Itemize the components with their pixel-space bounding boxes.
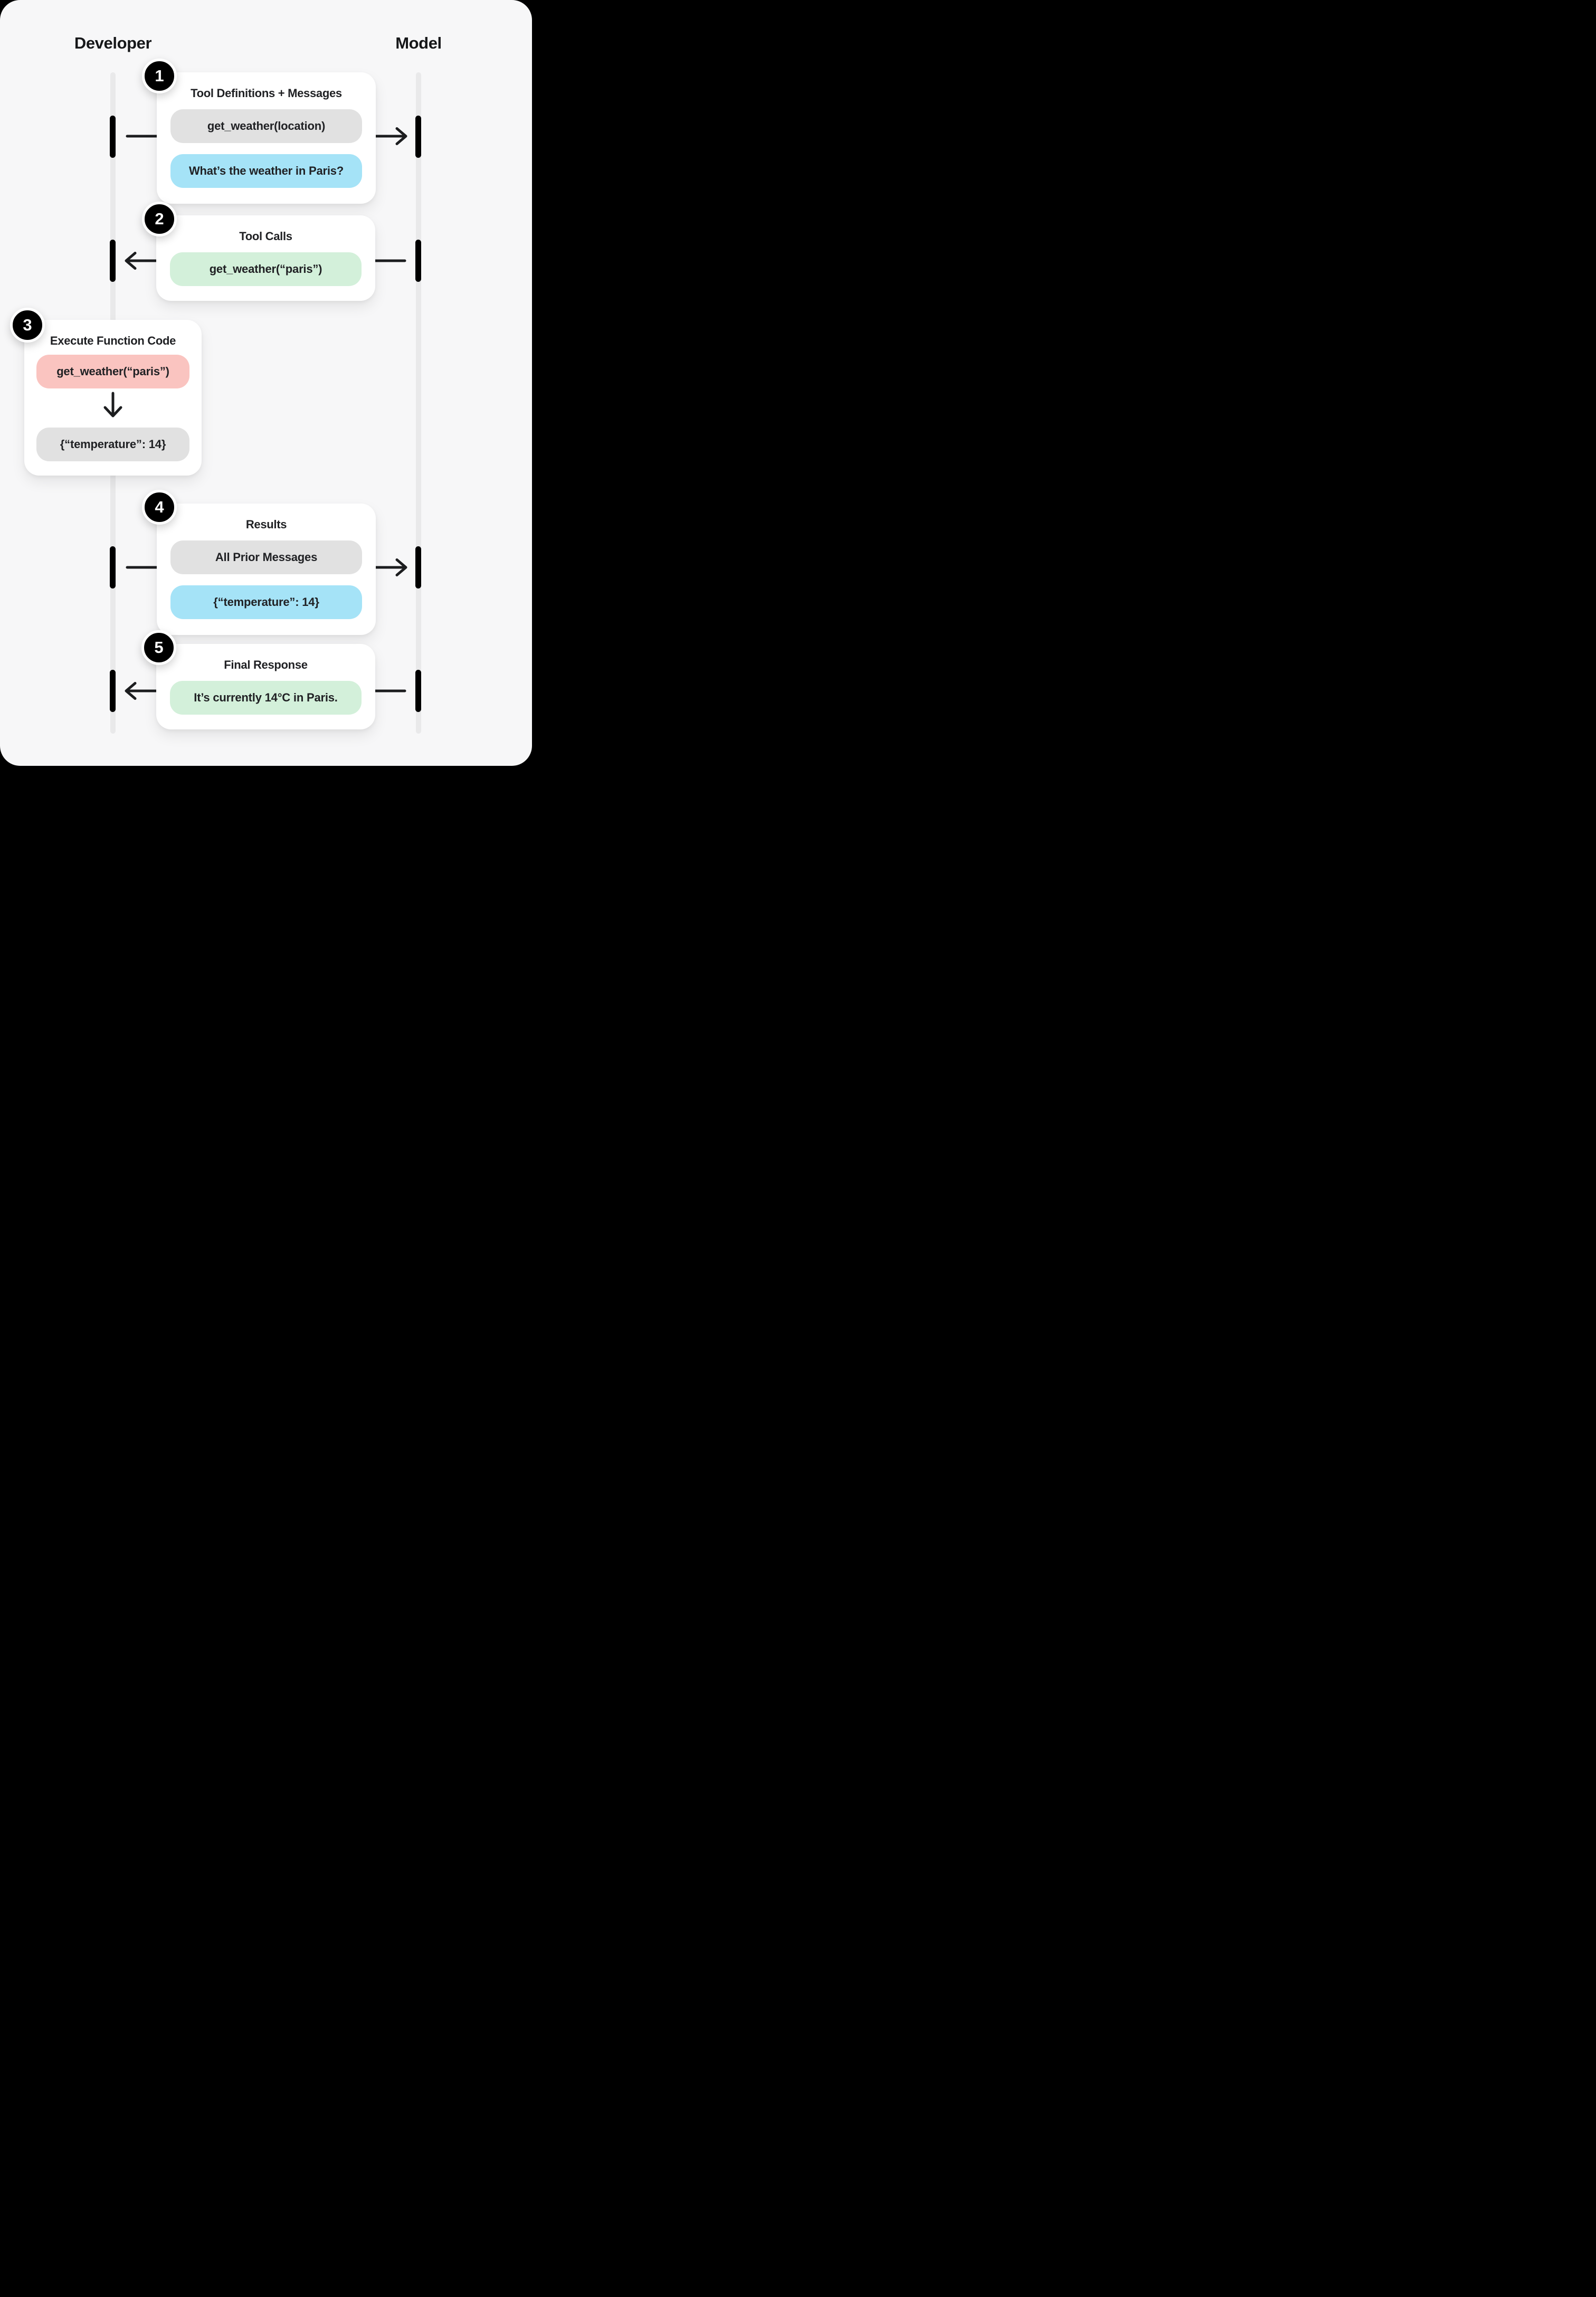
step4-card: Results All Prior Messages {“temperature… [157, 504, 376, 635]
step2-number-badge: 2 [142, 202, 177, 236]
model-actor-label: Model [395, 34, 442, 52]
step3-card: Execute Function Code get_weather(“paris… [24, 320, 202, 476]
developer-activation-step4 [110, 546, 116, 589]
developer-activation-step5 [110, 670, 116, 712]
step1-card: Tool Definitions + Messages get_weather(… [157, 72, 376, 204]
model-activation-step1 [415, 116, 421, 158]
step1-number-badge: 1 [142, 59, 177, 93]
step5-card: Final Response It’s currently 14°C in Pa… [156, 644, 375, 729]
step3-function-result-pill: {“temperature”: 14} [36, 428, 189, 461]
step2-card: Tool Calls get_weather(“paris”) [156, 215, 375, 301]
step4-title: Results [245, 518, 287, 531]
step5-final-response-pill: It’s currently 14°C in Paris. [170, 681, 362, 715]
function-calling-sequence-diagram: Developer Model Tool Definitions + Messa… [0, 0, 532, 766]
step4-number-badge: 4 [142, 490, 177, 525]
step2-tool-call-pill: get_weather(“paris”) [170, 252, 362, 286]
step1-user-message-pill: What’s the weather in Paris? [170, 154, 362, 188]
execute-down-arrow-icon [101, 392, 125, 424]
step1-title: Tool Definitions + Messages [191, 87, 342, 100]
developer-activation-step1 [110, 116, 116, 158]
step5-number-badge: 5 [141, 630, 176, 665]
model-activation-step5 [415, 670, 421, 712]
model-activation-step4 [415, 546, 421, 589]
developer-activation-step2 [110, 240, 116, 282]
step2-title: Tool Calls [239, 230, 292, 243]
step1-tool-definition-pill: get_weather(location) [170, 109, 362, 143]
developer-actor-label: Developer [74, 34, 152, 52]
step3-function-call-pill: get_weather(“paris”) [36, 355, 189, 388]
step3-number-badge: 3 [10, 308, 45, 343]
model-activation-step2 [415, 240, 421, 282]
step3-title: Execute Function Code [50, 334, 176, 347]
model-lifeline [416, 72, 421, 734]
step5-title: Final Response [224, 658, 308, 671]
step4-prior-messages-pill: All Prior Messages [170, 540, 362, 574]
step4-result-pill: {“temperature”: 14} [170, 585, 362, 619]
